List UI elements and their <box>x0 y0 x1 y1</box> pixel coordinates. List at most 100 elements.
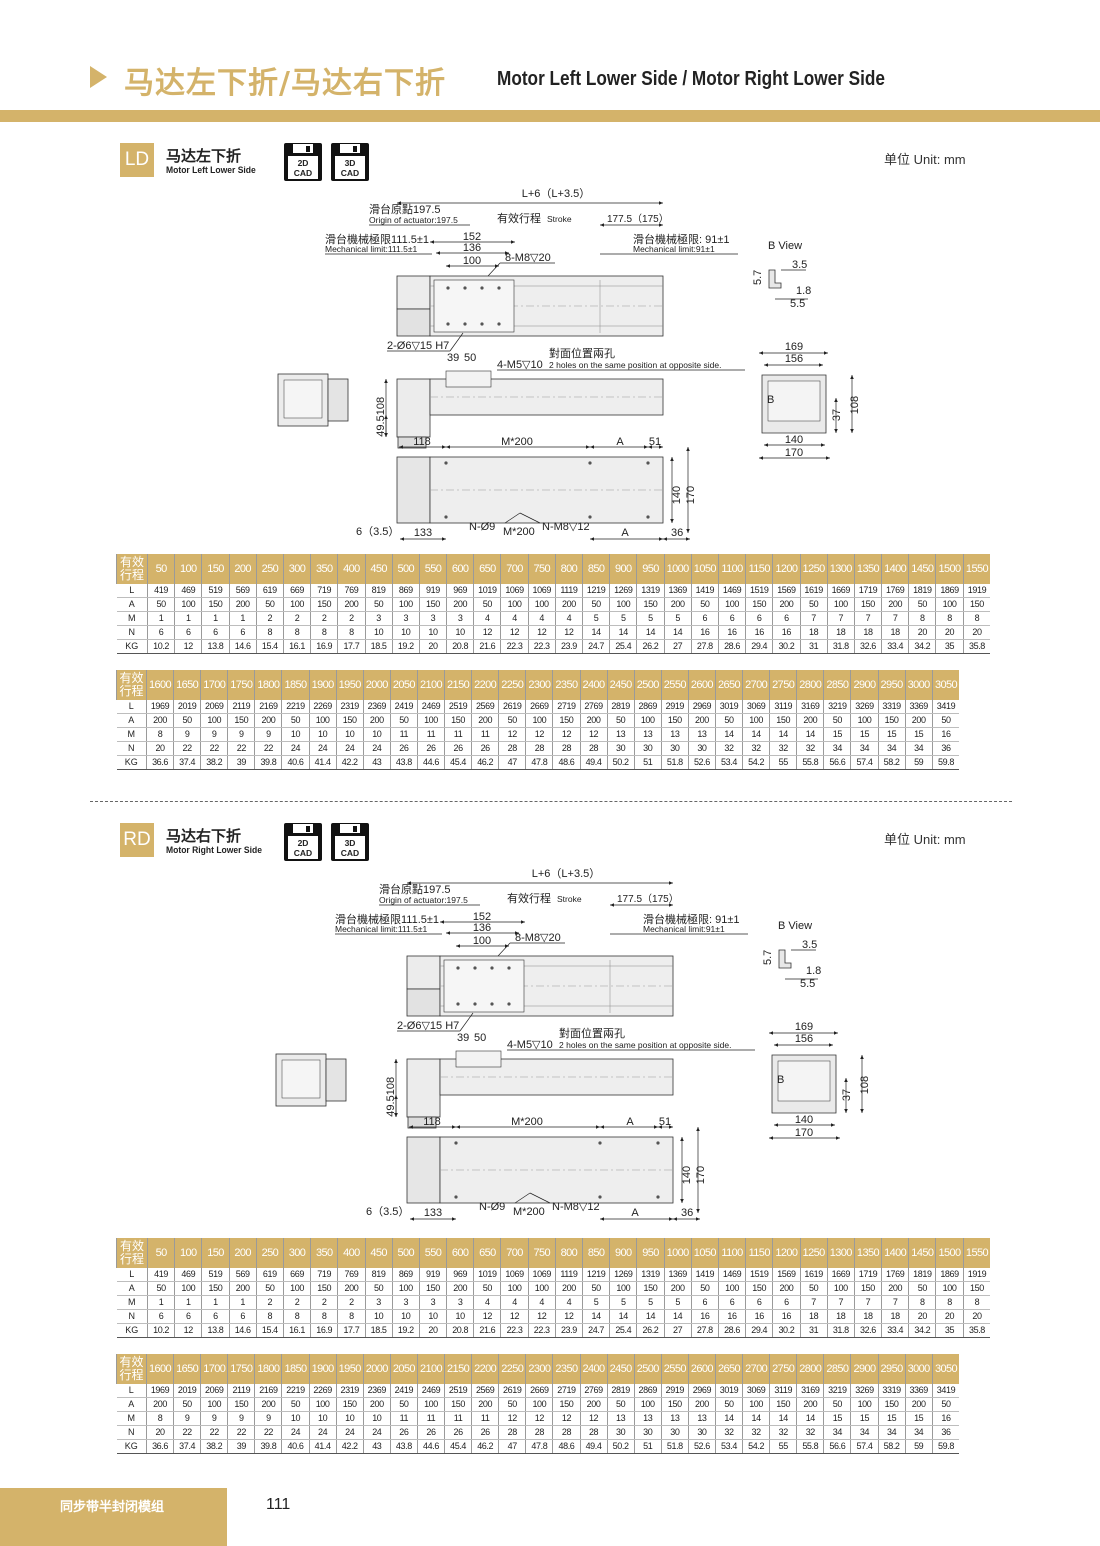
row-label: N <box>116 741 147 757</box>
table-cell: 2619 <box>498 700 526 715</box>
table-cell: 150 <box>962 597 991 613</box>
stroke-header: 2500 <box>633 1354 662 1384</box>
table-cell: 26 <box>471 1425 499 1441</box>
table-cell: 55 <box>769 755 797 771</box>
table-cell: 419 <box>146 584 175 599</box>
table-cell: 32 <box>714 1425 743 1441</box>
table-cell: 200 <box>337 597 365 613</box>
table-cell: 2219 <box>281 700 310 715</box>
table-cell: 44.6 <box>416 755 445 771</box>
table-cell: 56.6 <box>823 755 851 771</box>
table-cell: 100 <box>527 1281 556 1297</box>
table-cell: 1819 <box>908 1268 936 1283</box>
table-cell: 2169 <box>254 1384 282 1399</box>
dimension-arrow <box>819 363 823 367</box>
table-cell: 100 <box>525 713 553 729</box>
table-cell: 150 <box>418 1281 447 1297</box>
table-cell: 28 <box>525 1425 553 1441</box>
header-bar <box>0 110 1100 122</box>
stroke-header: 1950 <box>335 670 364 700</box>
mech-limit-left-en: Mechanical limit:111.5±1 <box>335 924 427 934</box>
table-cell: 1519 <box>745 584 773 599</box>
opposite-holes-en: 2 holes on the same position at opposite… <box>559 1040 731 1050</box>
pin-hole-label: 2-Ø6▽15 H7 <box>397 1020 459 1032</box>
table-cell: 10 <box>418 625 447 641</box>
cad-word: CAD <box>293 168 313 178</box>
table-cell: 30 <box>660 741 689 757</box>
row-label: N <box>116 1309 148 1325</box>
table-cell: 53.4 <box>714 755 743 771</box>
stroke-header: 250 <box>255 554 284 584</box>
dimension-arrow <box>670 519 674 523</box>
dimension-arrow <box>452 1217 456 1221</box>
dim-49-5: 49.5 <box>375 415 387 436</box>
table-cell: 2 <box>337 1295 365 1311</box>
dim-3-5: 3.5 <box>792 259 807 271</box>
table-cell: 5 <box>581 611 610 627</box>
table-cell: 50.2 <box>606 755 635 771</box>
table-cell: 50.2 <box>606 1439 635 1455</box>
table-cell: 3319 <box>877 1384 906 1399</box>
table-cell: 1069 <box>500 584 529 599</box>
table-cell: 14 <box>714 727 743 743</box>
table-cell: 1469 <box>717 1268 746 1283</box>
table-cell: 50 <box>146 597 175 613</box>
page-title-cn: 马达左下折/马达右下折 <box>124 66 446 101</box>
table-cell: 20.8 <box>446 1323 474 1339</box>
table-cell: 1019 <box>473 584 501 599</box>
table-cell: 44.6 <box>416 1439 445 1455</box>
dim-140: 140 <box>671 486 683 504</box>
dimension-arrow <box>774 1123 778 1127</box>
stroke-header: 1350 <box>853 554 882 584</box>
table-cell: 1819 <box>908 584 936 599</box>
row-label: KG <box>116 1323 148 1339</box>
dimension-arrow <box>384 415 388 419</box>
stroke-header: 2450 <box>606 1354 635 1384</box>
table-cell: 10 <box>418 1309 447 1325</box>
dim-156: 156 <box>785 353 803 365</box>
stroke-header: 2350 <box>552 670 580 700</box>
table-cell: 26 <box>416 1425 445 1441</box>
carriage-plate <box>443 959 525 1013</box>
table-cell: 100 <box>609 597 637 613</box>
table-cell: 39.8 <box>254 755 282 771</box>
table-cell: 27.8 <box>690 639 719 655</box>
table-cell: 1369 <box>663 1268 692 1283</box>
stroke-header: 250 <box>255 1238 284 1268</box>
table-cell: 22.3 <box>527 639 556 655</box>
dimension-arrow <box>696 1127 700 1131</box>
stroke-header: 2900 <box>850 1354 879 1384</box>
table-cell: 30 <box>633 741 662 757</box>
mech-limit-right-en: Mechanical limit:91±1 <box>643 924 725 934</box>
table-cell: 14 <box>663 1309 692 1325</box>
table-cell: 7 <box>853 1295 882 1311</box>
table-cell: 2869 <box>633 700 662 715</box>
mount-hole <box>598 1195 602 1199</box>
bolt-hole <box>480 322 484 326</box>
stroke-header: 1700 <box>200 670 228 700</box>
dimension-arrow <box>670 457 674 461</box>
table-cell: 1369 <box>663 584 692 599</box>
table-cell: 8 <box>310 1309 338 1325</box>
table-cell: 2 <box>282 611 311 627</box>
footer-label: 同步带半封闭模组 <box>0 1488 227 1546</box>
table-cell: 150 <box>769 1397 797 1413</box>
table-cell: 50 <box>823 713 851 729</box>
table-cell: 2969 <box>687 1384 716 1399</box>
table-cell: 5 <box>609 1295 637 1311</box>
table-cell: 50 <box>823 1397 851 1413</box>
row-label: A <box>116 1397 147 1413</box>
stroke-header: 2150 <box>444 670 472 700</box>
carriage-side <box>455 1050 502 1068</box>
section-badge: RD <box>120 823 154 857</box>
stroke-header: 50 <box>146 1238 175 1268</box>
table-cell: 5 <box>609 611 637 627</box>
mount-hole <box>588 461 592 465</box>
